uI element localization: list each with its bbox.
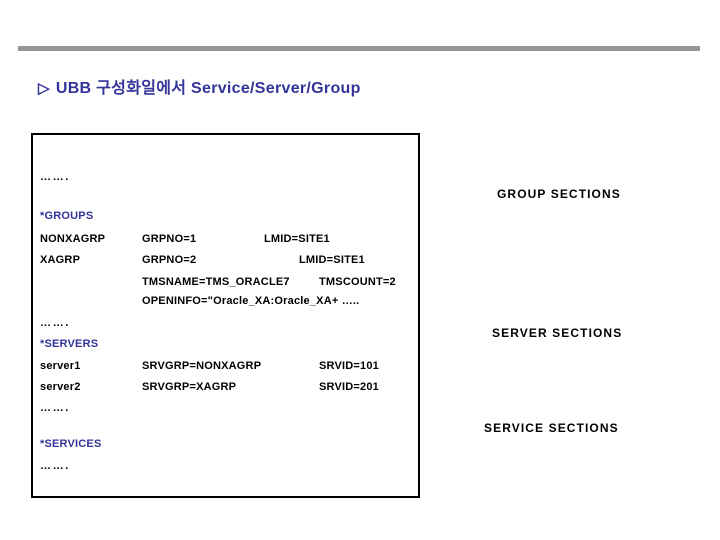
code-line-lmid-2: LMID=SITE1 — [299, 254, 365, 266]
code-line-servers-head: *SERVERS — [40, 338, 99, 350]
code-line-ellipsis-2: ……. — [40, 317, 70, 329]
code-line-ellipsis-1: ……. — [40, 171, 70, 183]
code-line-srvid-1: SRVID=101 — [319, 360, 379, 372]
code-line-grpno-1: GRPNO=1 — [142, 233, 197, 245]
page-title: ▷ UBB 구성화일에서 Service/Server/Group — [38, 74, 361, 98]
code-line-srvid-2: SRVID=201 — [319, 381, 379, 393]
code-line-srvgrp-2: SRVGRP=XAGRP — [142, 381, 237, 393]
code-line-xagrp: XAGRP — [40, 254, 81, 266]
annotation-server-sections: SERVER SECTIONS — [492, 326, 623, 340]
code-line-srvgrp-1: SRVGRP=NONXAGRP — [142, 360, 262, 372]
page-title-text: UBB 구성화일에서 Service/Server/Group — [55, 80, 361, 97]
annotation-service-sections: SERVICE SECTIONS — [484, 421, 619, 435]
code-line-openinfo: OPENINFO="Oracle_XA:Oracle_XA+ ….. — [142, 295, 360, 307]
code-line-services-head: *SERVICES — [40, 438, 102, 450]
annotation-group-sections: GROUP SECTIONS — [497, 187, 621, 201]
triangle-bullet-icon: ▷ — [38, 80, 50, 97]
code-line-server2: server2 — [40, 381, 81, 393]
code-line-tmscount: TMSCOUNT=2 — [319, 276, 396, 288]
code-line-ellipsis-4: ……. — [40, 460, 70, 472]
header-divider-rule — [18, 46, 700, 51]
code-line-tmsname: TMSNAME=TMS_ORACLE7 — [142, 276, 290, 288]
code-line-ellipsis-3: ……. — [40, 402, 70, 414]
code-line-nonxagrp: NONXAGRP — [40, 233, 106, 245]
code-line-lmid-1: LMID=SITE1 — [264, 233, 330, 245]
code-line-groups-head: *GROUPS — [40, 210, 94, 222]
code-line-grpno-2: GRPNO=2 — [142, 254, 197, 266]
code-line-server1: server1 — [40, 360, 81, 372]
